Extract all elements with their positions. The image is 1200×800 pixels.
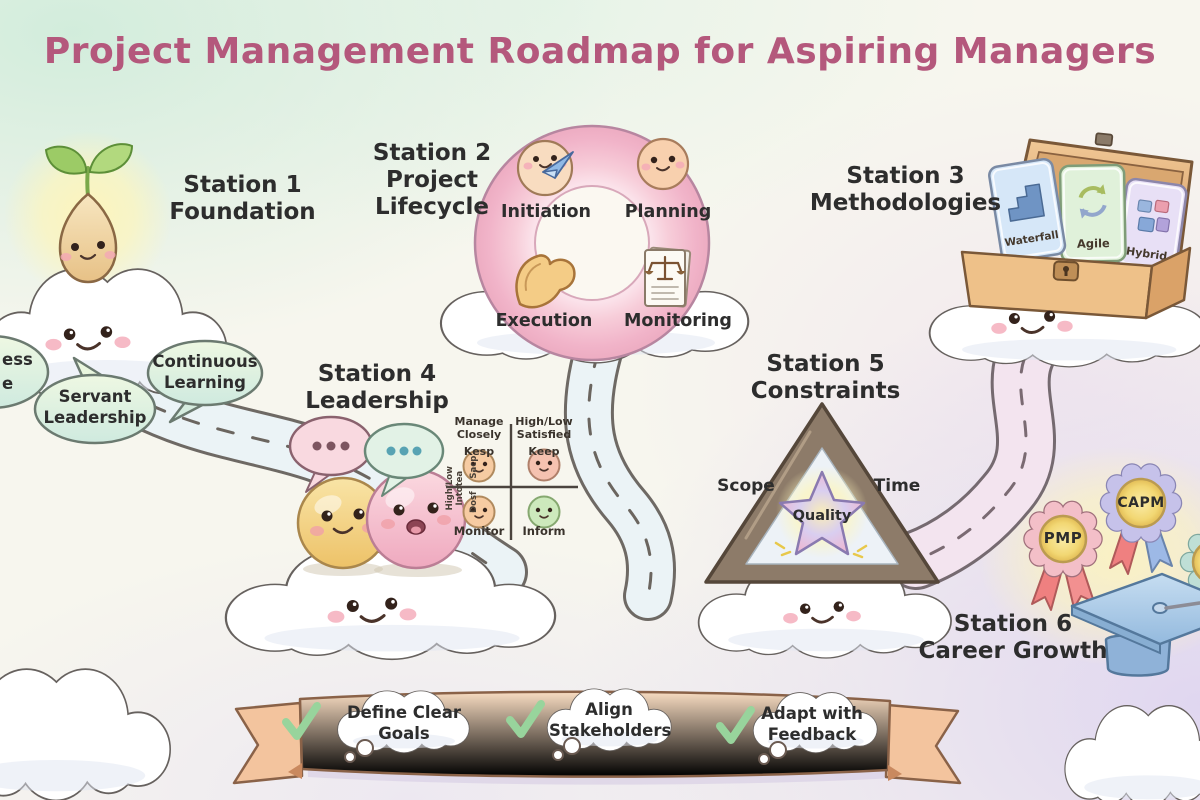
pmp-badge-label: PMP [1043,529,1083,547]
station2-title: Station 2 Project Lifecycle [372,140,492,221]
check-icon-3 [716,706,755,744]
planning-icon [636,137,690,191]
matrix-header-left: Manage Closely [454,415,504,441]
matrix-quad-top-left: Kesp [463,445,495,458]
triangle-time-label: Time [873,476,921,496]
station3-title: Station 3 Methodologies [809,163,1002,217]
tassel-cord [1164,601,1200,610]
lifecycle-donut [473,124,711,362]
triangle-scope-label: Scope [717,476,775,496]
bottom-left-cloud [0,668,172,800]
bottom-right-cloud [1064,705,1200,800]
triangle-quality-label: Quality [792,508,852,524]
phase-planning: Planning [624,202,712,222]
graduation-cap [1070,572,1200,677]
matrix-header-right: High/Low Satisfied [515,415,573,441]
ribbon-item-1: Define Clear Goals [346,703,462,743]
constraints-triangle [704,402,940,584]
bubble-servant-label: Servant Leadership [43,387,147,427]
team-characters [296,468,467,577]
ribbon-item-3: Adapt with Feedback [761,704,863,744]
matrix-quad-bottom-right: Inform [522,524,566,538]
bubble-partial-label: ess e [2,350,33,393]
road-station2-to-4 [563,327,677,621]
phase-execution: Execution [495,311,593,331]
initiation-icon [516,139,574,197]
card-agile-label: Agile [1077,236,1110,251]
speech-bubble-mint [363,422,445,497]
phase-initiation: Initiation [501,202,591,222]
phase-monitoring: Monitoring [624,311,732,331]
check-icon-2 [506,700,545,738]
station6-title: Station 6 Career Growth [918,611,1108,665]
matrix-axis-left: High/Low Intotea [444,466,465,511]
card-waterfall: Waterfall [988,158,1067,263]
treasure-chest: Hybrid Agile Waterfall [960,132,1194,320]
capm-badge [1099,463,1183,575]
thought-dots [344,737,787,765]
matrix-side-top: Sacp [468,455,479,479]
bubble-learning-label: Continuous Learning [152,352,258,392]
page-title: Project Management Roadmap for Aspiring … [43,31,1157,72]
road-station1-to-4 [90,360,528,600]
capm-badge-label: CAPM [1117,495,1165,511]
matrix-quad-top-right: Keep [528,445,560,458]
station5-title: Station 5 Constraints [750,351,901,405]
card-hybrid: Hybrid [1115,177,1188,274]
station1-title: Station 1 Foundation [169,172,316,226]
card-hybrid-label: Hybrid [1125,245,1168,264]
matrix-side-bottom: Dosf [468,491,479,513]
pmp-badge [1023,500,1103,611]
sprout-character [44,143,134,284]
bubble-learning [146,339,264,424]
ribbon-item-2: Align Stakeholders [549,700,672,740]
execution-bicep-icon [515,254,576,309]
station4-title: Station 4 Leadership [305,361,449,415]
quality-star [778,470,866,556]
bubble-partial [0,335,50,409]
stakeholder-matrix [446,424,578,540]
check-icon-1 [282,702,321,740]
card-agile: Agile [1058,163,1127,264]
road-station3-to-5 [886,302,1072,590]
matrix-quad-bottom-left: Monitor [453,524,505,538]
monitoring-doc-icon [644,246,692,308]
bubble-servant [33,356,157,445]
